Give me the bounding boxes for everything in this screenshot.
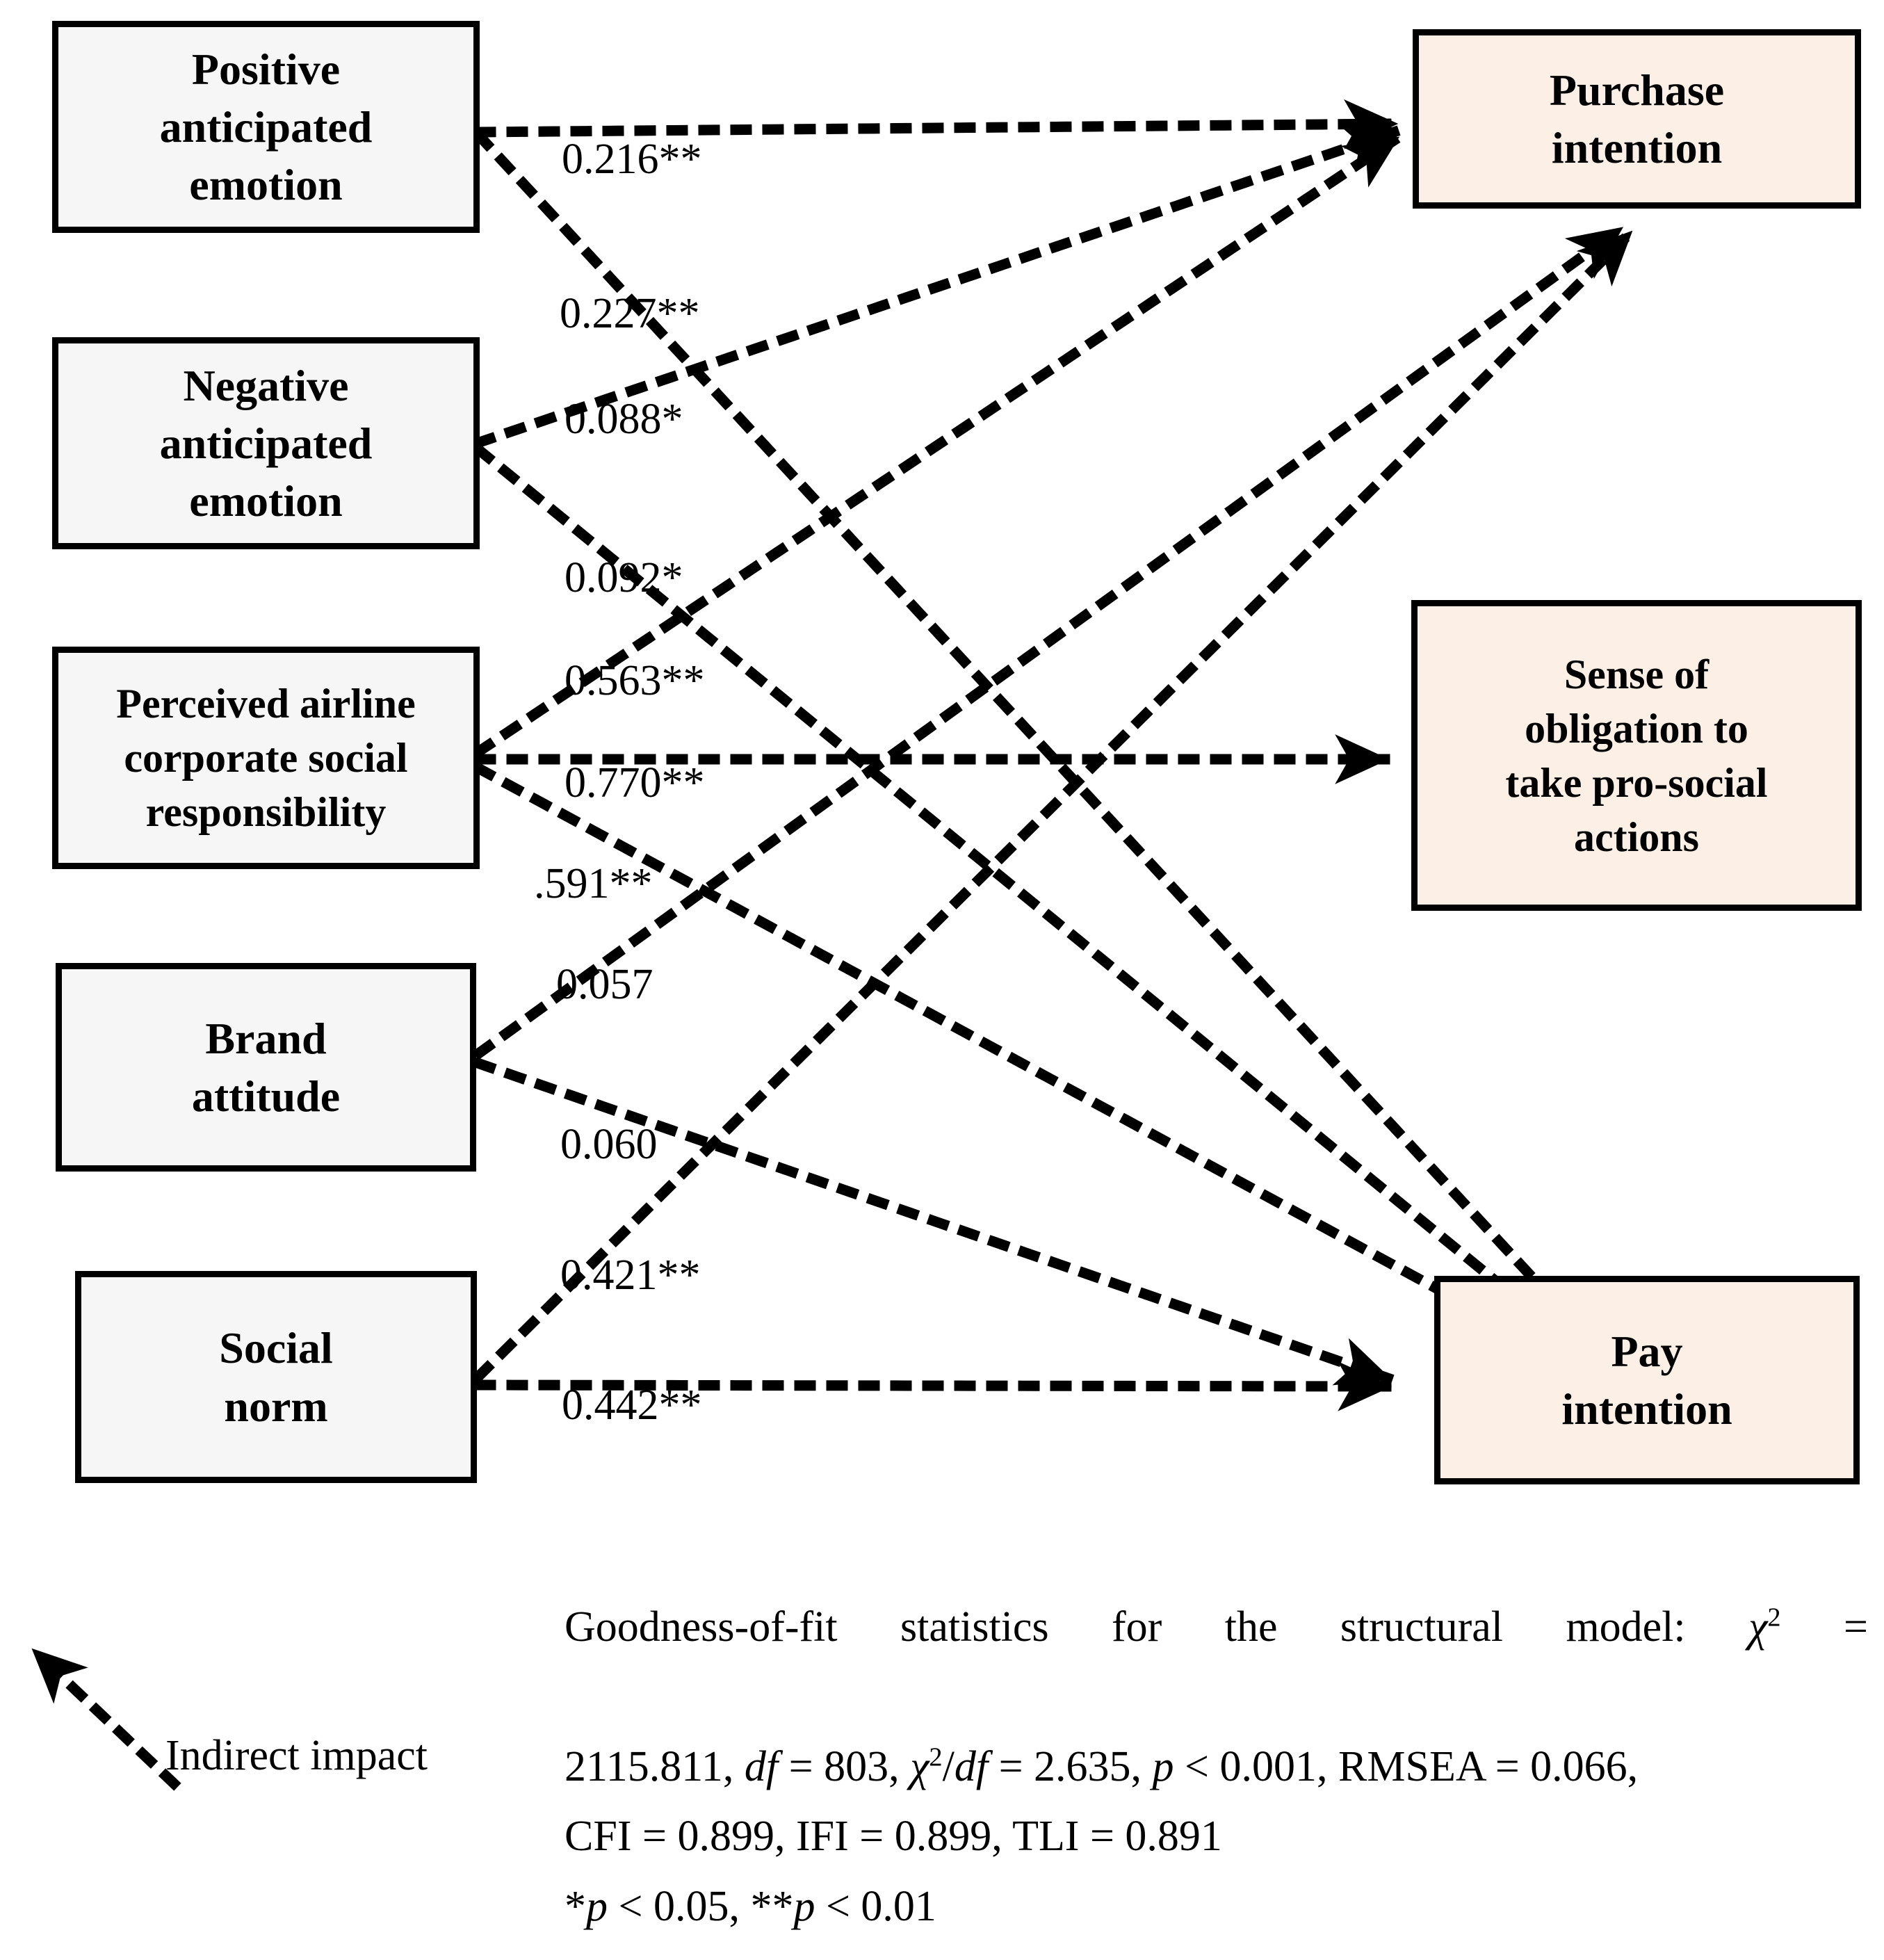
legend-indirect-impact-label: Indirect impact <box>165 1732 428 1779</box>
df-label-2: df <box>954 1742 989 1790</box>
chi-superscript-2: 2 <box>929 1742 943 1772</box>
coefficient-pae-pay-intention: 0.227** <box>560 290 700 337</box>
p-label: p <box>1152 1742 1174 1790</box>
p-label-sig-2: p <box>793 1882 815 1930</box>
path-pae-to-purchase-intention <box>474 99 1399 149</box>
coefficient-pae-purchase-intention: 0.216** <box>562 136 702 183</box>
coefficient-nae-purchase-intention: 0.088* <box>565 396 683 443</box>
path-sn-to-pay-intention <box>474 1361 1393 1411</box>
coefficient-ba-pay-intention: 0.060 <box>560 1121 658 1168</box>
p-label-sig-1: p <box>586 1882 608 1930</box>
path-csr-to-pay-intention <box>472 761 1607 1384</box>
path-pae-to-pay-intention <box>472 129 1622 1374</box>
path-nae-to-purchase-intention <box>473 124 1401 449</box>
path-sn-to-purchase-intention <box>472 226 1637 1383</box>
sig-end: < 0.01 <box>815 1882 936 1930</box>
df-label: df <box>744 1742 779 1790</box>
path-nae-to-pay-intention <box>472 443 1614 1379</box>
chi-square-value: 2115.811, <box>565 1742 745 1790</box>
coefficient-sn-purchase-intention: 0.421** <box>560 1252 701 1299</box>
path-ba-to-purchase-intention <box>472 222 1627 1060</box>
fit-statistics-line-3: CFI = 0.899, IFI = 0.899, TLI = 0.891 <box>565 1813 1222 1861</box>
fit-statistics-line-1: Goodness-of-fit statistics for the struc… <box>565 1592 1868 1732</box>
sig-mid: < 0.05, ** <box>608 1882 794 1930</box>
coefficient-nae-pay-intention: 0.092* <box>565 554 683 601</box>
legend-arrow-icon <box>27 1644 181 1791</box>
sig-star-1: * <box>565 1882 586 1930</box>
chi-symbol: χ <box>1748 1603 1768 1651</box>
ratio-slash: / <box>942 1742 955 1790</box>
fit-statistics-line-2: 2115.811, df = 803, χ2/df = 2.635, p < 0… <box>565 1732 1868 1801</box>
coefficient-csr-pay-intention: .591** <box>534 860 653 907</box>
path-ba-to-pay-intention <box>473 1057 1395 1386</box>
coefficient-csr-sense-of-obligation: 0.770** <box>565 759 705 807</box>
df-value: = 803, <box>778 1742 911 1790</box>
path-csr-to-purchase-intention <box>472 131 1404 759</box>
coefficient-sn-pay-intention: 0.442** <box>562 1382 702 1429</box>
fit-line1-equals: = <box>1780 1603 1868 1651</box>
fit-line1-text: Goodness-of-fit statistics for the struc… <box>565 1603 1749 1651</box>
p-and-rmsea: < 0.001, RMSEA = 0.066, <box>1174 1742 1639 1790</box>
chi-superscript: 2 <box>1767 1603 1781 1633</box>
fit-statistics-block: Goodness-of-fit statistics for the struc… <box>565 1592 1868 1941</box>
chi-symbol-2: χ <box>910 1742 929 1790</box>
coefficient-ba-purchase-intention: 0.057 <box>556 961 653 1008</box>
significance-note: *p < 0.05, **p < 0.01 <box>565 1872 1868 1941</box>
ratio-value: = 2.635, <box>988 1742 1153 1790</box>
coefficient-csr-purchase-intention: 0.563** <box>565 657 705 704</box>
